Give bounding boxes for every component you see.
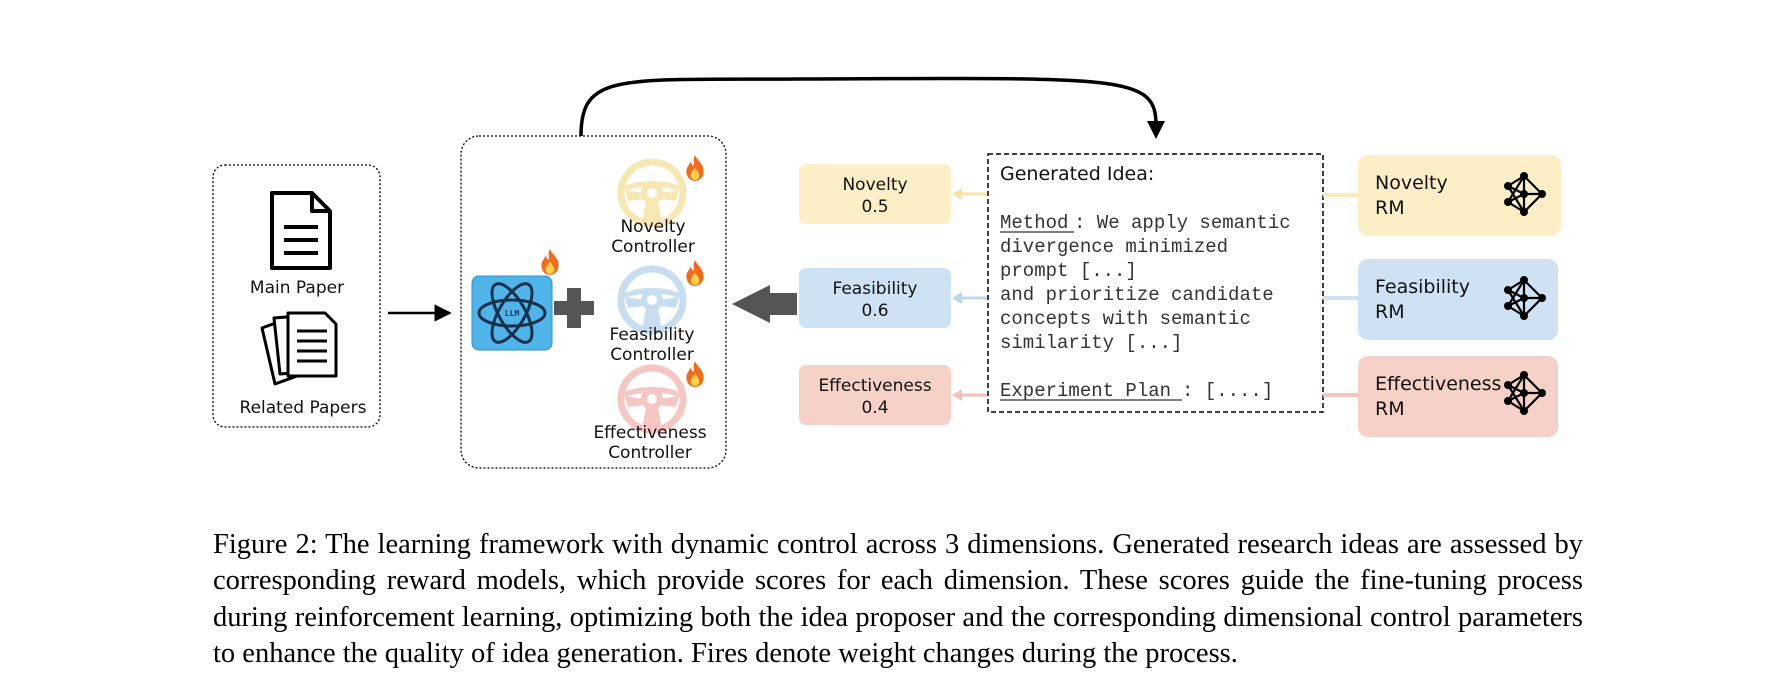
generation-arrow-head [1147, 121, 1165, 139]
atom-icon: LLM [471, 275, 553, 351]
idea-line: similarity [...] [1000, 332, 1182, 354]
related-papers-label: Related Papers [240, 398, 367, 418]
effectiveness-score-name: Effectiveness [818, 376, 931, 396]
novelty-score-value: 0.5 [861, 197, 888, 217]
novelty-rm-box [1358, 155, 1561, 236]
feasibility-controller-label: Feasibility [610, 325, 695, 345]
feasibility-score-box [799, 268, 951, 328]
feasibility-rm-label-2: RM [1375, 301, 1405, 323]
method-label: Method [1000, 212, 1068, 234]
effectiveness-rm-box [1358, 356, 1558, 437]
feasibility-controller-label-2: Controller [610, 345, 694, 365]
effectiveness-score-value: 0.4 [861, 398, 888, 418]
experiment-plan-text: : [....] [1182, 380, 1273, 402]
steering-wheel-icon [621, 162, 683, 224]
idea-line: prompt [...] [1000, 260, 1137, 282]
effectiveness-score-box [799, 365, 951, 425]
novelty-controller-label: Novelty [620, 217, 685, 237]
rm-connectors [1323, 193, 1358, 397]
effectiveness-rm-label: Effectiveness [1375, 373, 1501, 395]
effectiveness-controller-label-2: Controller [608, 443, 692, 463]
novelty-controller-label-2: Controller [611, 237, 695, 257]
plus-icon [554, 288, 594, 328]
feasibility-rm-box [1358, 259, 1558, 340]
figure-caption: Figure 2: The learning framework with dy… [213, 528, 1583, 670]
generated-idea-box [987, 153, 1324, 413]
idea-line: and prioritize candidate [1000, 284, 1274, 306]
idea-line: concepts with semantic [1000, 308, 1251, 330]
feedback-arrow [732, 285, 797, 323]
score-arrows [952, 188, 988, 401]
fire-icon [686, 155, 704, 181]
novelty-rm-label-2: RM [1375, 197, 1405, 219]
generated-idea-title: Generated Idea: [1000, 163, 1154, 185]
fire-icon [541, 249, 559, 275]
novelty-score-name: Novelty [842, 175, 907, 195]
experiment-plan-label: Experiment Plan [1000, 380, 1171, 402]
idea-line: divergence minimized [1000, 236, 1228, 258]
feasibility-rm-label: Feasibility [1375, 276, 1470, 298]
input-papers-box [212, 164, 381, 428]
novelty-score-box [799, 164, 951, 224]
document-icon [270, 191, 332, 270]
svg-text:LLM: LLM [505, 309, 520, 318]
novelty-rm-label: Novelty [1375, 172, 1448, 194]
papers-icon [260, 311, 338, 386]
feasibility-score-name: Feasibility [833, 279, 918, 299]
steering-wheel-icon [621, 368, 683, 430]
main-paper-label: Main Paper [250, 278, 344, 298]
model-box [460, 135, 727, 469]
effectiveness-rm-label-2: RM [1375, 398, 1405, 420]
steering-wheel-icon [621, 269, 683, 331]
feasibility-score-value: 0.6 [861, 301, 888, 321]
framework-diagram: Main Paper Related Papers LLM Novelty Co… [212, 76, 1561, 469]
generation-arrow [579, 76, 1158, 137]
fire-icon [686, 260, 704, 286]
method-text: : We apply semantic [1074, 212, 1291, 234]
effectiveness-controller-label: Effectiveness [593, 423, 706, 443]
